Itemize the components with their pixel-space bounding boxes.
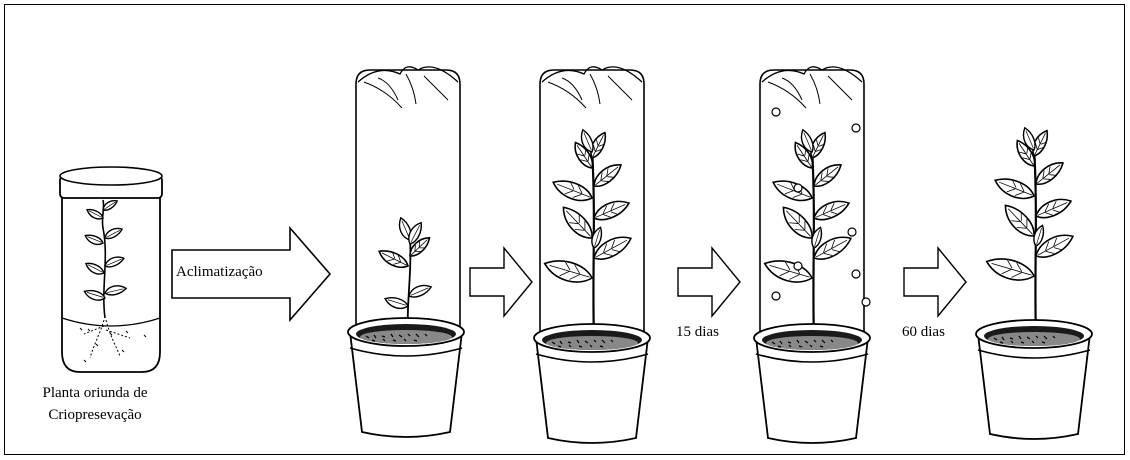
- pot-icon: [976, 320, 1092, 439]
- plant-icon: [762, 128, 855, 338]
- pot-icon: [534, 324, 650, 443]
- step-15-days-label: 15 dias: [676, 324, 719, 341]
- jar-icon: [60, 167, 162, 372]
- arrow-right-icon: [678, 248, 740, 316]
- step-60-days-label: 60 dias: [902, 324, 945, 341]
- origin-label-line2: Criopresevação: [20, 404, 170, 426]
- plant-icon: [542, 128, 635, 338]
- pot-icon: [754, 324, 870, 443]
- step-acclimatization-label: Aclimatização: [176, 264, 263, 281]
- pot-icon: [348, 318, 464, 437]
- dome-icon: [540, 67, 644, 332]
- origin-label-line1: Planta oriunda de: [20, 382, 170, 404]
- origin-label: Planta oriunda de Criopresevação: [20, 382, 170, 426]
- arrow-right-icon: [904, 248, 966, 316]
- arrow-right-icon: [470, 248, 532, 316]
- plant-icon: [984, 126, 1077, 336]
